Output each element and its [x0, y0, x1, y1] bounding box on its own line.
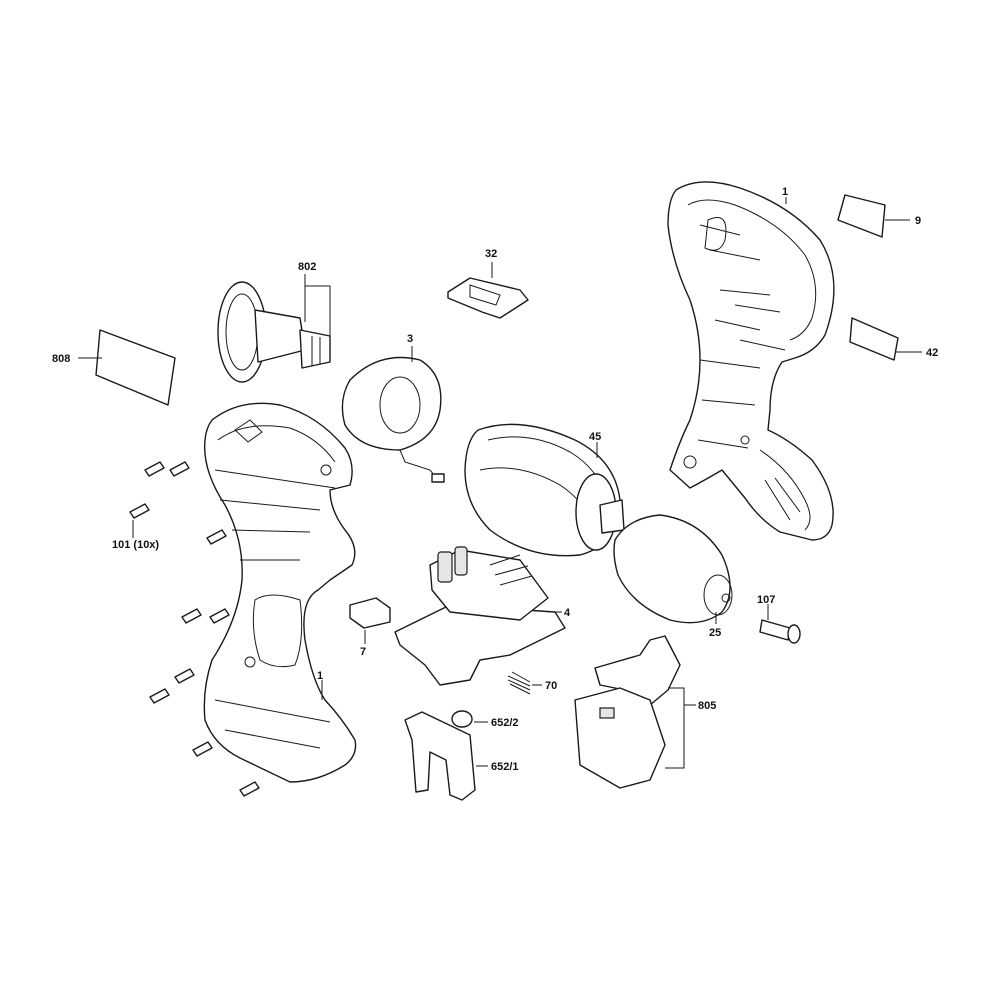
screw-107: [759, 604, 801, 644]
screw-652-2: [451, 710, 488, 728]
housing-left-half: [203, 402, 357, 783]
callout-9: 9: [915, 215, 921, 227]
label-part-808: [78, 329, 176, 406]
callout-4: 4: [564, 607, 571, 619]
stator-3: [341, 346, 445, 483]
callout-3: 3: [407, 333, 413, 345]
housing-right-half: [667, 181, 835, 541]
spring-70: [507, 671, 542, 695]
callout-1-right: 1: [782, 186, 788, 198]
callout-7: 7: [360, 646, 366, 658]
gearbox-45: [464, 423, 625, 557]
label-part-42: [849, 317, 922, 361]
callout-107: 107: [757, 594, 775, 606]
motor-802: [217, 274, 331, 383]
callout-101: 101 (10x): [112, 539, 159, 551]
chuck-25: [613, 514, 733, 624]
switch-slider-32: [447, 262, 529, 319]
screws-101: [129, 461, 260, 797]
callout-45: 45: [589, 431, 601, 443]
label-part-9: [837, 194, 910, 238]
callout-42: 42: [926, 347, 938, 359]
switch-805: [574, 635, 696, 789]
belt-clip-652-1: [404, 711, 488, 801]
electronics-module-4: [394, 546, 566, 686]
callout-652-2: 652/2: [491, 717, 519, 729]
pad-7: [349, 597, 391, 644]
callout-805: 805: [698, 700, 716, 712]
callout-652-1: 652/1: [491, 761, 519, 773]
callout-70: 70: [545, 680, 557, 692]
callout-25: 25: [709, 627, 721, 639]
callout-1-left: 1: [317, 670, 323, 682]
callout-808: 808: [52, 353, 70, 365]
callout-802: 802: [298, 261, 316, 273]
callout-32: 32: [485, 248, 497, 260]
